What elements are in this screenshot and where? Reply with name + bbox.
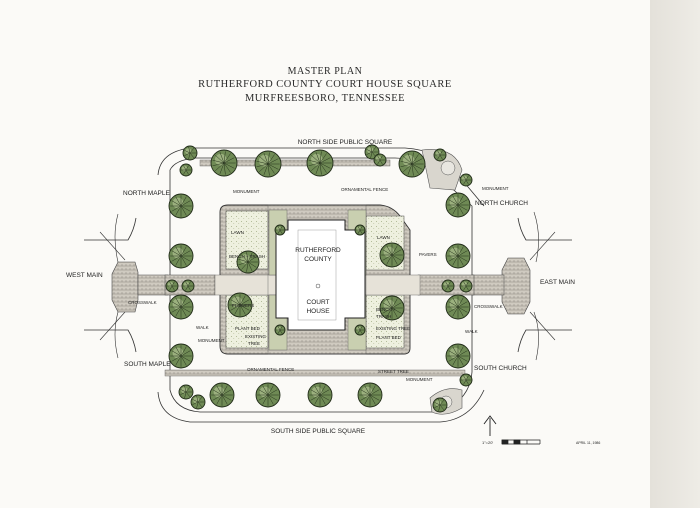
tree-icon	[445, 243, 471, 269]
tree-icon	[354, 224, 366, 236]
tree-icon	[178, 384, 194, 400]
plan-title: MASTER PLAN	[287, 66, 363, 77]
label-south-side-square: SOUTH SIDE PUBLIC SQUARE	[271, 428, 366, 435]
label-crosswalk-e: CROSSWALK	[474, 304, 503, 309]
label-monument-nw: MONUMENT	[233, 189, 260, 194]
tree-icon	[306, 149, 334, 177]
tree-icon	[179, 163, 193, 177]
label-walk-w: WALK	[196, 325, 209, 330]
tree-icon	[379, 242, 405, 268]
building-label-2: COUNTY	[304, 256, 332, 263]
label-pavers: PAVERS	[419, 252, 437, 257]
plan-subtitle: RUTHERFORD COUNTY COURT HOUSE SQUARE	[198, 79, 452, 90]
label-north-church: NORTH CHURCH	[475, 200, 528, 207]
tree-icon	[445, 343, 471, 369]
label-north-side-square: NORTH SIDE PUBLIC SQUARE	[298, 139, 393, 146]
label-tree-w: TREE	[248, 341, 260, 346]
tree-icon	[357, 382, 383, 408]
tree-icon	[165, 279, 179, 293]
tree-icon	[441, 279, 455, 293]
label-trash-e: TRASH	[376, 314, 391, 319]
label-west-main: WEST MAIN	[66, 272, 103, 279]
label-existing-w: EXISTING	[245, 334, 267, 339]
tree-icon	[398, 150, 426, 178]
tree-icon	[168, 343, 194, 369]
tree-icon	[190, 394, 206, 410]
label-street-tree: STREET TREE	[378, 369, 409, 374]
label-ornamental-fence-n: ORNAMENTAL FENCE	[341, 187, 388, 192]
label-walk-e: WALK	[465, 329, 478, 334]
building-label-3: COURT	[307, 299, 330, 306]
tree-icon	[227, 292, 253, 318]
label-bench-trash-w: BENCH + TRASH	[229, 254, 265, 259]
date-label: APRIL 11, 1986	[576, 441, 600, 445]
label-monument-sw: MONUMENT	[198, 338, 225, 343]
scale-bar	[501, 439, 541, 445]
tree-icon	[168, 193, 194, 219]
label-monument-se: MONUMENT	[406, 377, 433, 382]
label-bench-e: BENCH +	[376, 307, 396, 312]
tree-icon	[307, 382, 333, 408]
north-arrow-icon	[483, 415, 497, 436]
tree-icon	[433, 148, 447, 162]
label-lawn-ne: LAWN	[377, 235, 390, 240]
label-east-main: EAST MAIN	[540, 279, 575, 286]
tree-icon	[459, 173, 473, 187]
tree-icon	[274, 324, 286, 336]
label-flowers: FLOWERS	[232, 303, 254, 308]
label-crosswalk-w: CROSSWALK	[128, 300, 157, 305]
trees	[165, 144, 473, 413]
tree-icon	[210, 149, 238, 177]
tree-icon	[236, 250, 260, 274]
tree-icon	[445, 294, 471, 320]
label-plant-bed-w: PLANT BED	[235, 326, 261, 331]
building-label-1: RUTHERFORD	[295, 247, 341, 254]
tree-icon	[254, 150, 282, 178]
tree-icon	[373, 153, 387, 167]
label-plant-bed-e: PLANT BED	[376, 335, 402, 340]
label-south-church: SOUTH CHURCH	[474, 365, 527, 372]
tree-icon	[445, 192, 471, 218]
tree-icon	[181, 279, 195, 293]
plan-location: MURFREESBORO, TENNESSEE	[244, 93, 406, 104]
tree-icon	[354, 324, 366, 336]
tree-icon	[209, 382, 235, 408]
east-main-street	[471, 211, 572, 361]
label-lawn-nw: LAWN	[231, 230, 244, 235]
label-ornamental-fence-s: ORNAMENTAL FENCE	[247, 367, 294, 372]
tree-icon	[432, 397, 448, 413]
tree-icon	[459, 279, 473, 293]
label-north-maple: NORTH MAPLE	[123, 190, 170, 197]
background-edge	[650, 0, 700, 508]
tree-icon	[459, 373, 473, 387]
label-south-maple: SOUTH MAPLE	[124, 361, 171, 368]
tree-icon	[168, 243, 194, 269]
tree-icon	[255, 382, 281, 408]
label-monument-ne: MONUMENT	[482, 186, 509, 191]
tree-icon	[168, 294, 194, 320]
building-label-4: HOUSE	[306, 308, 330, 315]
tree-icon	[379, 295, 405, 321]
tree-icon	[182, 145, 198, 161]
label-existing-tree-e: EXISTING TREE	[376, 326, 410, 331]
tree-icon	[274, 224, 286, 236]
west-main-street	[84, 213, 169, 359]
scale-text: 1"=20'	[482, 440, 493, 445]
